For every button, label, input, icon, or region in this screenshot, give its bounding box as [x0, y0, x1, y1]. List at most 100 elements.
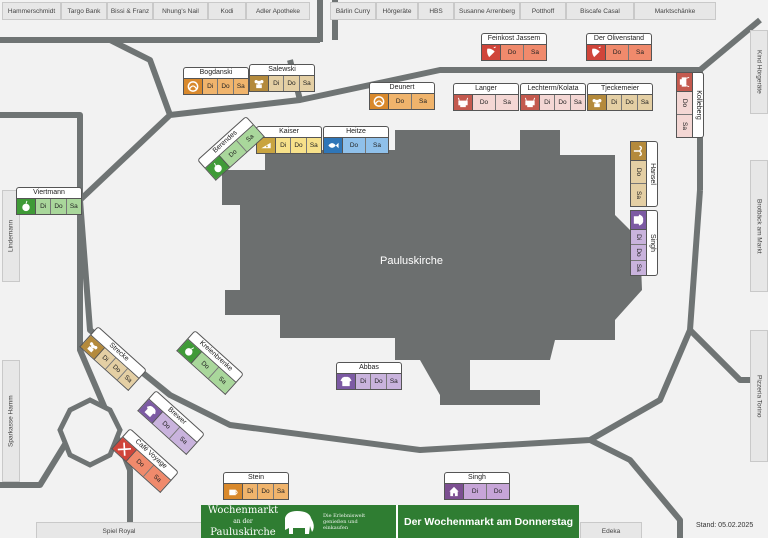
day-sa: Sa: [386, 374, 401, 389]
day-sa: Sa: [631, 184, 646, 206]
cheese-icon: [257, 138, 276, 153]
shop-kodi: Kodi: [208, 2, 246, 20]
day-sa: Sa: [677, 115, 692, 137]
cow-icon: [677, 73, 692, 92]
flower-icon: [80, 335, 105, 360]
day-do: Do: [555, 95, 571, 110]
church-label: Pauluskirche: [380, 255, 443, 267]
day-sa: Sa: [66, 199, 81, 214]
banner: Wochenmarkt an der Pauluskirche Die Erle…: [201, 505, 579, 538]
stall-name: Kaiser: [256, 126, 322, 138]
cow-icon: [454, 95, 473, 110]
logo-text: Wochenmarkt an der Pauluskirche: [201, 505, 279, 538]
day-do: Do: [677, 92, 692, 115]
shop-susanne-arrenberg: Susanne Arrenberg: [454, 2, 520, 20]
pepper-icon: [587, 45, 606, 60]
logo-line-3: Pauluskirche: [210, 527, 276, 538]
day-sa: Sa: [233, 79, 248, 94]
stall-name: Der Olivenstand: [586, 33, 652, 45]
day-sa: Sa: [273, 484, 288, 499]
shop-adler-apotheke: Adler Apotheke: [246, 2, 310, 20]
day-sa: Sa: [299, 76, 314, 91]
shop-sparkasse-hamm: Sparkasse Hamm: [2, 360, 20, 482]
day-di: Di: [631, 230, 646, 246]
stand-date: Stand: 05.02.2025: [696, 522, 754, 529]
shop-brotbaeck: Brotbäck am Markt: [750, 160, 768, 292]
stall-name: Langer: [453, 83, 519, 95]
fish-icon: [324, 138, 343, 153]
day-sa: Sa: [496, 95, 518, 110]
day-sa: Sa: [629, 45, 651, 60]
apple-icon: [205, 155, 230, 180]
day-sa: Sa: [570, 95, 585, 110]
stall-name: Singh: [646, 210, 658, 276]
day-do: Do: [389, 94, 412, 109]
shop-baerlin-curry: Bärlin Curry: [330, 2, 376, 20]
stall-name: Tjeckemeier: [587, 83, 653, 95]
market-logo: Wochenmarkt an der Pauluskirche Die Erle…: [201, 505, 396, 538]
apple-icon: [17, 199, 36, 214]
shop-nhungs-nail: Nhung's Nail: [153, 2, 208, 20]
stall-name: Bogdanski: [183, 67, 249, 79]
day-di: Di: [464, 484, 487, 499]
shop-hoergeraete: Hörgeräte: [376, 2, 418, 20]
day-do: Do: [501, 45, 524, 60]
day-sa: Sa: [306, 138, 321, 153]
logo-tagline: Die Erlebniswelt genießen und einkaufen: [323, 512, 366, 531]
day-di: Di: [243, 484, 259, 499]
coffee-icon: [224, 484, 243, 499]
day-do: Do: [371, 374, 387, 389]
stall-name: Kolleberg: [692, 72, 704, 138]
day-do: Do: [631, 161, 646, 184]
day-do: Do: [487, 484, 509, 499]
logo-line-1: Wochenmarkt: [207, 505, 279, 516]
shop-hammerschmidt: Hammerschmidt: [2, 2, 61, 20]
day-sa: Sa: [366, 138, 388, 153]
day-do: Do: [343, 138, 366, 153]
roundabout: [57, 397, 123, 468]
day-do: Do: [606, 45, 629, 60]
stall-name: Hansel: [646, 141, 658, 207]
shop-bissi-franz: Bissi & Franz: [107, 2, 153, 20]
stall-name: Feinkost Jassem: [481, 33, 547, 45]
day-di: Di: [356, 374, 372, 389]
